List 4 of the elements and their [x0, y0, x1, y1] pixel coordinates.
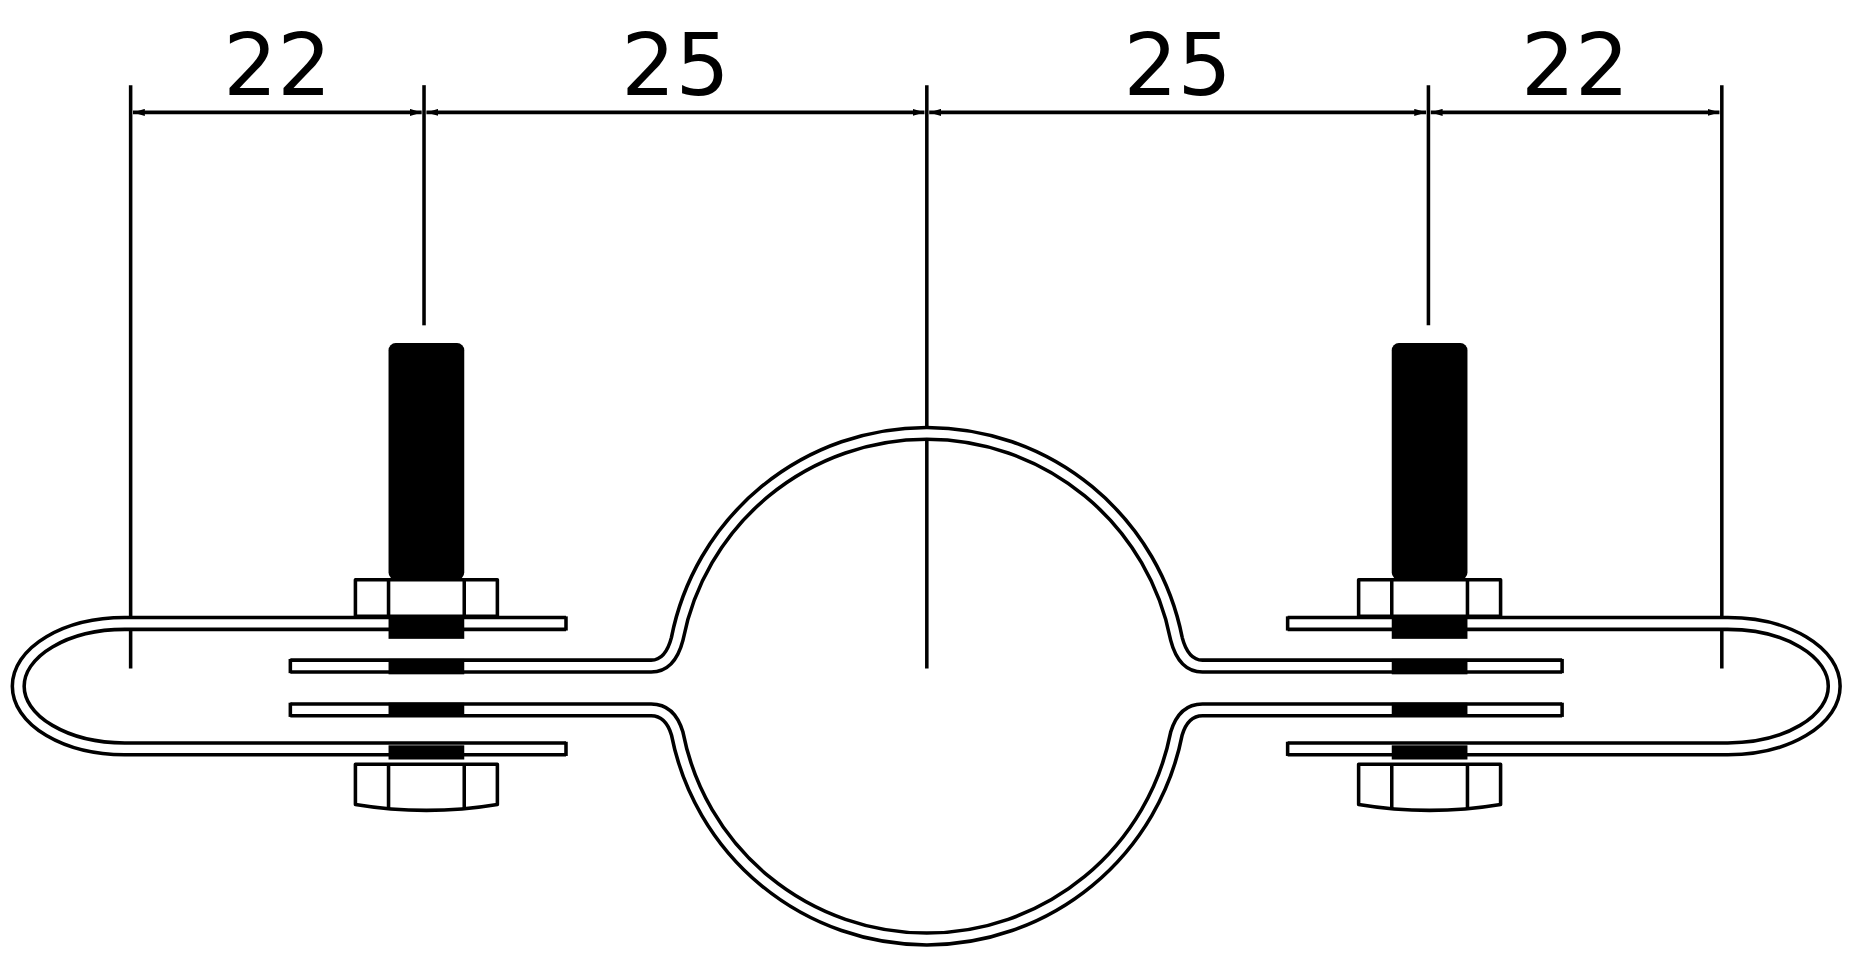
dimension-label: 25 — [1123, 15, 1232, 115]
dimension-label: 22 — [223, 15, 332, 115]
dimension-label: 25 — [621, 15, 730, 115]
dimension-label: 22 — [1520, 15, 1630, 115]
